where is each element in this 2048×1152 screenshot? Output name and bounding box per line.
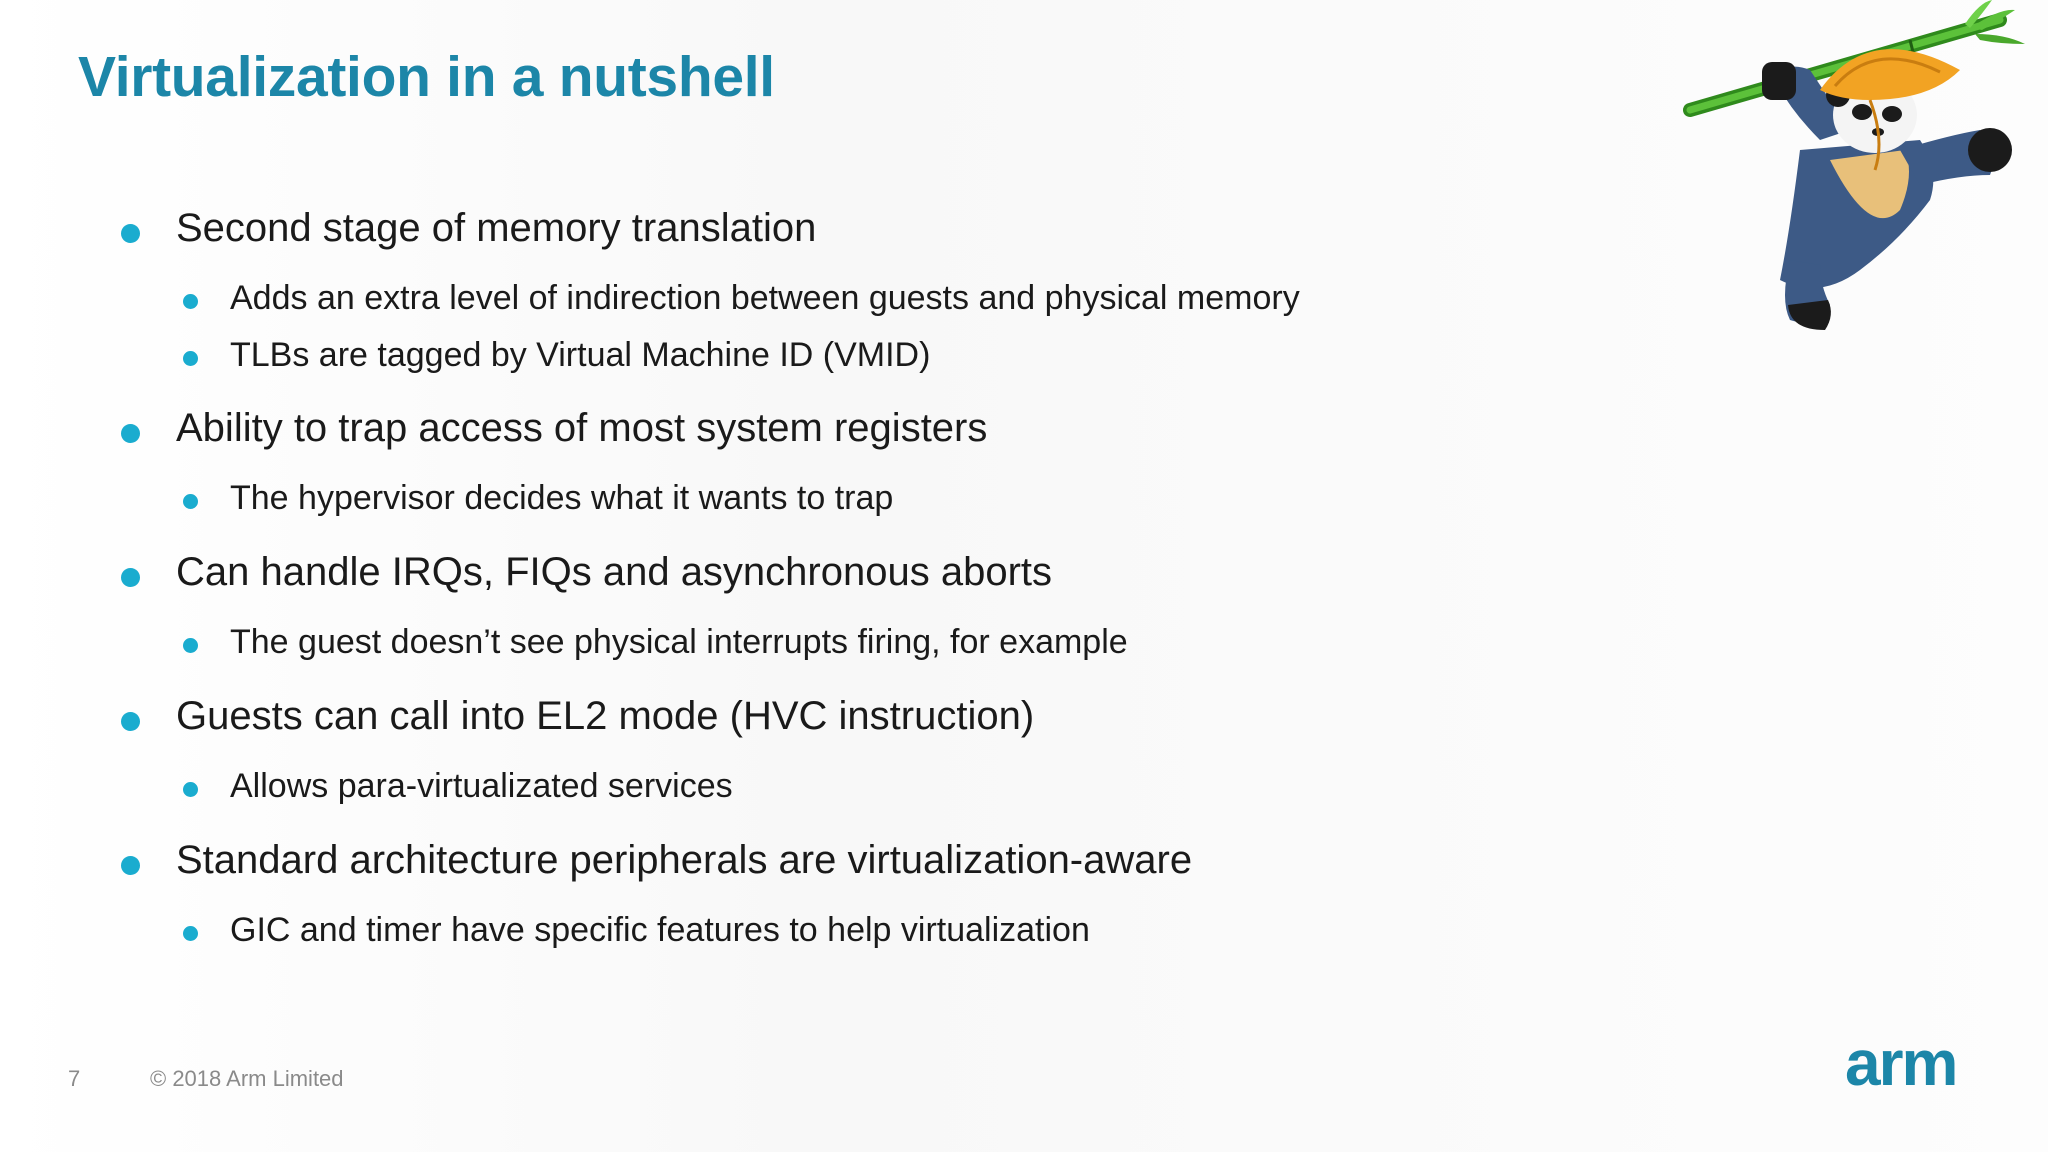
sub-bullet-dot [183,638,198,653]
panda-mascot-icon [1683,0,2025,330]
sub-bullet-dot [183,351,198,366]
sub-bullet-item: The guest doesn’t see physical interrupt… [230,623,1128,661]
svg-text:arm: arm [1845,1035,1956,1095]
bullet-item: Guests can call into EL2 mode (HVC instr… [176,694,1035,738]
bullet-item: Can handle IRQs, FIQs and asynchronous a… [176,550,1053,594]
bullet-item: Ability to trap access of most system re… [176,406,988,450]
sub-bullet-dot [183,926,198,941]
sub-bullet-item: TLBs are tagged by Virtual Machine ID (V… [230,336,931,374]
sub-bullet-item: Adds an extra level of indirection betwe… [230,279,1300,317]
arm-logo-icon: arm [1845,1035,1958,1095]
sub-bullet-item: GIC and timer have specific features to … [230,911,1090,949]
bullet-list: Second stage of memory translation Adds … [121,206,1300,949]
sub-bullet-item: The hypervisor decides what it wants to … [230,479,894,517]
slide-title: Virtualization in a nutshell [78,45,775,109]
bullet-dot [121,712,140,731]
sub-bullet-item: Allows para-virtualizated services [230,767,733,805]
copyright-text: © 2018 Arm Limited [150,1066,344,1091]
sub-bullet-dot [183,782,198,797]
bullet-dot [121,224,140,243]
sub-bullet-dot [183,494,198,509]
bullet-item: Standard architecture peripherals are vi… [176,838,1193,882]
bullet-dot [121,856,140,875]
bullet-item: Second stage of memory translation [176,206,817,250]
sub-bullet-dot [183,294,198,309]
bullet-dot [121,568,140,587]
page-number: 7 [68,1066,81,1091]
bullet-dot [121,424,140,443]
